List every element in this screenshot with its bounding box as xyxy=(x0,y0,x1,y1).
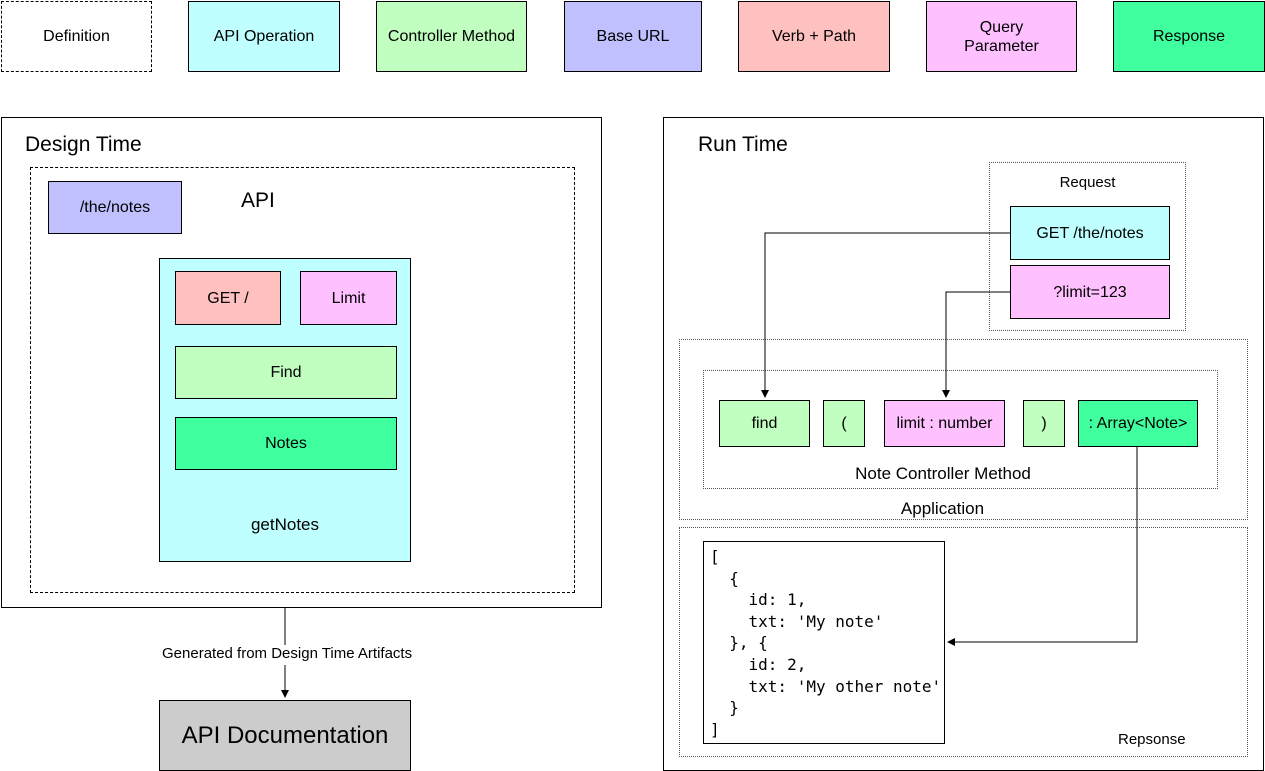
verb-path-text: GET / xyxy=(207,289,249,307)
api-label: API xyxy=(241,189,275,212)
base-url-text: /the/notes xyxy=(79,199,151,216)
method-name-box: find xyxy=(719,400,810,447)
close-paren-text: ) xyxy=(1041,415,1047,432)
legend-definition-label: Definition xyxy=(43,28,110,45)
legend-response: Response xyxy=(1113,1,1265,72)
legend-base-url-label: Base URL xyxy=(596,28,670,45)
verb-path-box: GET / xyxy=(175,271,281,325)
method-name-text: find xyxy=(751,415,778,432)
application-label: Application xyxy=(900,499,985,518)
response-body-code: [ { id: 1, txt: 'My note' }, { id: 2, tx… xyxy=(710,547,942,739)
response-body-box: [ { id: 1, txt: 'My note' }, { id: 2, tx… xyxy=(703,541,945,744)
close-paren-box: ) xyxy=(1023,400,1065,447)
open-paren-box: ( xyxy=(823,400,865,447)
return-type-text: : Array<Note> xyxy=(1088,415,1188,432)
request-verb-path-text: GET /the/notes xyxy=(1036,224,1144,242)
response-box: Notes xyxy=(175,417,397,470)
controller-method-text: Find xyxy=(270,364,302,381)
api-definition-container xyxy=(30,167,575,593)
legend-verb-path-label: Verb + Path xyxy=(771,28,857,45)
method-param-box: limit : number xyxy=(884,400,1005,447)
controller-method-label: Note Controller Method xyxy=(855,464,1031,483)
design-time-panel xyxy=(1,117,602,608)
legend-query-parameter-label: Query Parameter xyxy=(964,18,1039,55)
api-documentation-box: API Documentation xyxy=(159,700,411,771)
request-verb-path-box: GET /the/notes xyxy=(1010,206,1170,260)
legend-api-operation: API Operation xyxy=(188,1,340,72)
api-documentation-text: API Documentation xyxy=(181,722,389,749)
legend-controller-method-label: Controller Method xyxy=(387,28,516,45)
query-parameter-text: Limit xyxy=(331,289,366,307)
generated-label: Generated from Design Time Artifacts xyxy=(160,645,415,662)
open-paren-text: ( xyxy=(841,415,847,432)
legend-controller-method: Controller Method xyxy=(376,1,527,72)
request-query-box: ?limit=123 xyxy=(1010,265,1170,319)
legend-query-parameter: Query Parameter xyxy=(926,1,1077,72)
query-parameter-box: Limit xyxy=(300,271,397,325)
legend-definition: Definition xyxy=(1,1,152,72)
request-query-text: ?limit=123 xyxy=(1053,283,1127,301)
return-type-box: : Array<Note> xyxy=(1078,400,1198,447)
operation-name: getNotes xyxy=(250,515,320,534)
legend-response-label: Response xyxy=(1152,28,1226,45)
controller-method-box: Find xyxy=(175,346,397,399)
legend-api-operation-label: API Operation xyxy=(213,28,315,45)
legend-base-url: Base URL xyxy=(564,1,702,72)
response-label: Repsonse xyxy=(1118,731,1186,748)
request-title: Request xyxy=(1059,174,1116,191)
run-time-title: Run Time xyxy=(698,133,788,156)
method-param-text: limit : number xyxy=(896,415,993,432)
legend-verb-path: Verb + Path xyxy=(738,1,890,72)
response-text: Notes xyxy=(265,435,307,452)
design-time-title: Design Time xyxy=(25,133,142,156)
base-url-box: /the/notes xyxy=(48,181,182,234)
